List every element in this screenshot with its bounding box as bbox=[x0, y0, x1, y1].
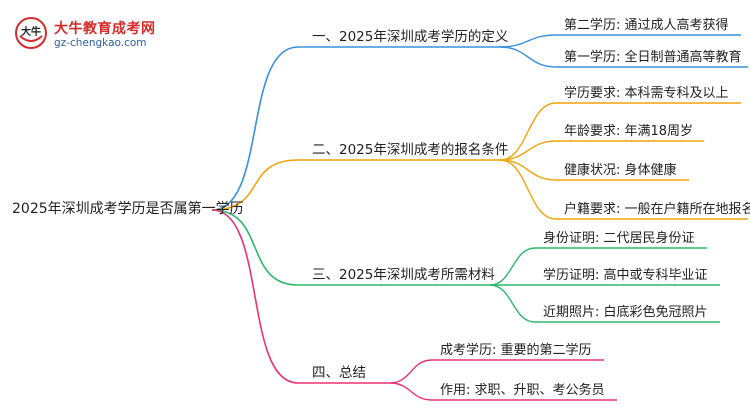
branch-4-leaf-1-connector bbox=[389, 359, 433, 384]
branch-2-leaf-1: 学历要求: 本科需专科及以上 bbox=[564, 85, 729, 101]
branch-3-label: 三、2025年深圳成考所需材料 bbox=[312, 267, 495, 283]
mind-map-nodes: 2025年深圳成考学历是否属第一学历 一、2025年深圳成考学历的定义 第二学历: … bbox=[12, 17, 750, 398]
branch-2-leaf-3: 健康状况: 身体健康 bbox=[564, 162, 677, 178]
branch-2-leaf-2: 年龄要求: 年满18周岁 bbox=[564, 124, 693, 139]
branch-3-leaf-3-connector bbox=[489, 284, 536, 323]
branch-2-leaf-1-connector bbox=[499, 102, 557, 161]
branch-3-leaf-2: 学历证明: 高中或专科毕业证 bbox=[543, 267, 708, 283]
branch-3-leaf-3: 近期照片: 白底彩色免冠照片 bbox=[543, 304, 708, 320]
branch-3-connector bbox=[211, 209, 299, 286]
branch-2-label: 二、2025年深圳成考的报名条件 bbox=[312, 141, 508, 158]
branch-2-leaf-2-connector bbox=[499, 140, 557, 161]
branch-4-label: 四、总结 bbox=[312, 365, 366, 381]
branch-2-leaf-4: 户籍要求: 一般在户籍所在地报名 bbox=[564, 201, 750, 217]
branch-1-connector bbox=[211, 46, 299, 211]
branch-2-leaf-3-connector bbox=[499, 159, 557, 181]
mind-map-edges bbox=[211, 34, 748, 401]
branch-1-label: 一、2025年深圳成考学历的定义 bbox=[312, 29, 508, 45]
branch-2-leaf-4-connector bbox=[499, 159, 557, 220]
logo-badge-icon: 大牛 bbox=[15, 17, 47, 49]
branch-1-leaf-2-connector bbox=[499, 46, 557, 68]
logo-name: 大牛教育成考网 bbox=[54, 21, 156, 37]
branch-1-leaf-1: 第二学历: 通过成人高考获得 bbox=[564, 17, 729, 33]
branch-1-leaf-2: 第一学历: 全日制普通高等教育 bbox=[564, 49, 742, 65]
branch-3-leaf-1-connector bbox=[489, 247, 536, 286]
logo-badge-text: 大牛 bbox=[21, 25, 41, 38]
root-topic: 2025年深圳成考学历是否属第一学历 bbox=[12, 200, 244, 217]
branch-4-leaf-1: 成考学历: 重要的第二学历 bbox=[440, 342, 592, 358]
branch-4-leaf-2: 作用: 求职、升职、考公务员 bbox=[440, 382, 605, 398]
branch-1-leaf-1-connector bbox=[499, 34, 557, 48]
branch-3-leaf-1: 身份证明: 二代居民身份证 bbox=[543, 230, 695, 246]
branch-2-connector bbox=[211, 159, 299, 211]
branch-4-leaf-2-connector bbox=[389, 382, 433, 401]
branch-4-connector bbox=[211, 209, 299, 384]
logo-domain: gz-chengkao.com bbox=[54, 37, 147, 49]
site-logo[interactable]: 大牛 大牛教育成考网 gz-chengkao.com bbox=[6, 12, 166, 56]
